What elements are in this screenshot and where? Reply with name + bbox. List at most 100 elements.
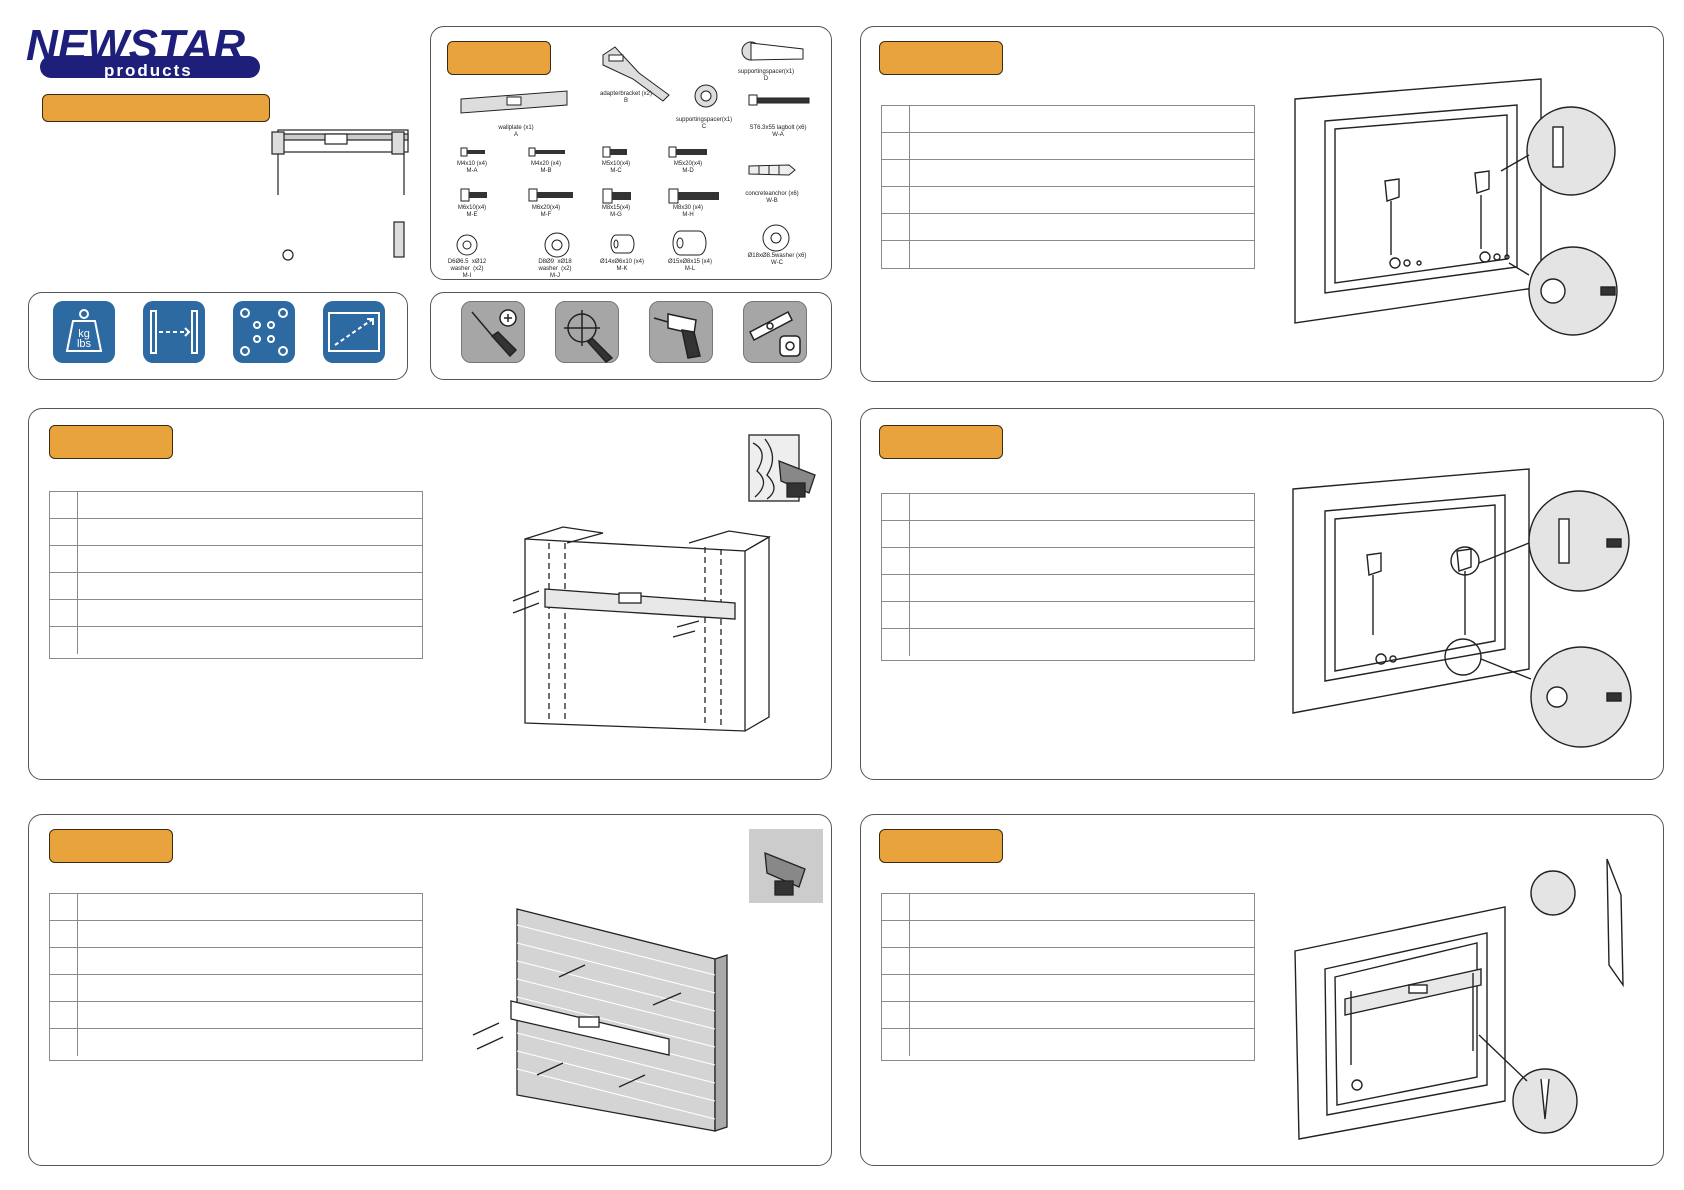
part-mh: M8x30 (x4)M-H [653,205,723,219]
parts-title-label [447,41,551,75]
vesa-pattern-icon [233,301,295,363]
product-title-label [42,94,270,122]
part-md-code: M-D [682,168,694,174]
step-title-label [879,425,1003,459]
part-md-label: M5x20(x4) [673,161,703,167]
part-wallplate: wallplate (x1) A [471,125,561,139]
step-row [882,187,1254,214]
screw-mc-drawing [602,146,627,158]
part-mk-label: Ø14xØ6x10 (x4) [599,259,645,265]
part-spacer-d: supportingspacer(x1) D [721,69,811,83]
part-lagbolt: ST6.3x55 lagbolt (x6) W-A [733,125,823,139]
part-md: M5x20(x4)M-D [653,161,723,175]
part-mb-label: M4x20 (x4) [530,161,561,167]
step-row [50,627,422,654]
specs-panel: kg lbs [28,292,408,380]
part-mb: M4x20 (x4)M-B [511,161,581,175]
part-mi: D6Ø6.5 xØ12 washer (x2)M-I [435,259,499,280]
step-row [882,548,1254,575]
part-mj: D8Ø9 xØ18 washer (x2)M-J [523,259,587,280]
step-row [882,1002,1254,1029]
step-text-rows [881,493,1255,661]
step-row [882,894,1254,921]
part-wallplate-label: wallplate (x1) [498,125,534,131]
step-row [882,241,1254,268]
step-row [882,106,1254,133]
part-me-label: M6x10(x4) [457,205,487,211]
washer-mi-drawing [456,234,478,256]
screwdriver-icon [461,301,525,363]
step-row [882,948,1254,975]
part-spacer-d-code: D [763,76,769,82]
screw-ma-drawing [460,147,485,157]
part-mf-label: M6x20(x4) [531,205,561,211]
screw-mf-drawing [528,188,573,202]
screw-md-drawing [668,146,707,158]
part-lagbolt-label: ST6.3x55 lagbolt (x6) [749,125,807,131]
step-row [50,948,422,975]
part-spacer-c: supportingspacer(x1) C [659,117,749,131]
part-anchor-code: W-B [766,198,778,204]
step-row [882,575,1254,602]
tv-back-detail-illustration [1289,459,1661,769]
wood-wall-illustration [509,431,829,751]
part-ml-code: M-L [684,266,696,272]
spacer-c-drawing [694,84,718,108]
product-illustration [270,120,415,270]
step-row [882,921,1254,948]
washer-wc-drawing [762,224,790,252]
part-ml-label: Ø15xØ8x15 (x4) [667,259,713,265]
spacer-mk-drawing [610,234,635,254]
tools-panel [430,292,832,380]
phillips-bit-icon [555,301,619,363]
tv-back-illustration [1291,77,1661,377]
part-ma-label: M4x10 (x4) [456,161,487,167]
drill-icon [649,301,713,363]
tv-hanging-illustration [1291,855,1661,1155]
part-mi-code: M-I [462,273,472,279]
part-mc-label: M5x10(x4) [601,161,631,167]
part-lagbolt-code: W-A [772,132,784,138]
step-title-label [49,425,173,459]
step-title-label [49,829,173,863]
brand-logo: NEWSTAR products [26,18,276,84]
part-mj-code: M-J [550,273,560,279]
part-mh-code: M-H [682,212,694,218]
step-row [882,975,1254,1002]
part-spacer-d-label: supportingspacer(x1) [737,69,795,75]
washer-mj-drawing [544,232,570,258]
step-row [882,214,1254,241]
step-row [882,1029,1254,1056]
screw-mb-drawing [528,147,565,157]
weight-icon: kg lbs [53,301,115,363]
step-text-rows [49,893,423,1061]
part-mh-label: M8x30 (x4) [672,205,703,211]
screw-me-drawing [460,188,487,202]
anchor-drawing [748,164,796,176]
part-spacer-c-code: C [701,124,707,130]
svg-text:lbs: lbs [77,338,92,350]
step-row [882,602,1254,629]
step-row [50,600,422,627]
part-wc-code: W-C [771,260,783,266]
part-ma-code: M-A [466,168,478,174]
part-adapter: adapterbracket (x2) B [581,91,671,105]
step-panel-top-right [860,26,1664,382]
step-text-rows [881,105,1255,269]
part-anchor: concreteanchor (x6)W-B [727,191,817,205]
part-mf-code: M-F [540,212,552,218]
step-panel-bottom-left [28,814,832,1166]
svg-text:kg: kg [78,328,90,340]
step-row [50,1029,422,1056]
part-wc-label: Ø18xØ8.5washer (x6) [747,253,807,259]
step-row [50,546,422,573]
screw-mh-drawing [668,188,719,204]
level-tape-icon [743,301,807,363]
part-mc: M5x10(x4)M-C [581,161,651,175]
brick-wall-illustration [469,825,829,1145]
brand-sub: products [104,61,193,80]
part-mb-code: M-B [540,168,552,174]
step-row [50,492,422,519]
part-ml: Ø15xØ8x15 (x4)M-L [655,259,725,273]
step-row [882,133,1254,160]
